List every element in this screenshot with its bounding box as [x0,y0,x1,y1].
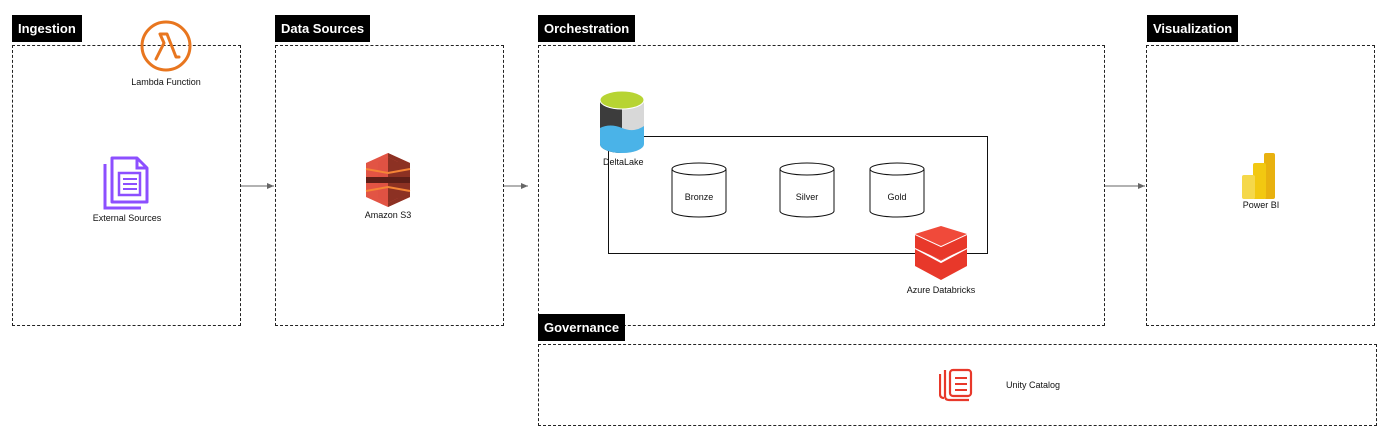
bronze-label: Bronze [684,192,714,202]
silver-label: Silver [795,192,819,202]
gold-label: Gold [887,192,907,202]
medallion-box [608,136,988,254]
amazon-s3-label: Amazon S3 [364,210,412,220]
deltalake-icon [598,90,646,156]
silver-cylinder [779,162,835,218]
bronze-cylinder [671,162,727,218]
power-bi-label: Power BI [1242,200,1280,210]
ingestion-panel [12,45,241,326]
unity-catalog-label: Unity Catalog [1006,380,1061,390]
azure-databricks-label: Azure Databricks [906,285,976,295]
aws-lambda-icon [139,19,193,73]
deltalake-label: DeltaLake [603,157,644,167]
section-header-data-sources: Data Sources [275,15,371,42]
amazon-s3-icon [364,153,412,207]
external-sources-label: External Sources [92,213,162,223]
power-bi-icon [1242,153,1276,199]
unity-catalog-icon [938,368,973,402]
section-header-ingestion: Ingestion [12,15,82,42]
lambda-label: Lambda Function [131,77,201,87]
gold-cylinder [869,162,925,218]
databricks-icon [914,226,968,282]
section-header-governance: Governance [538,314,626,341]
section-header-visualization: Visualization [1147,15,1239,42]
section-header-orchestration: Orchestration [538,15,636,42]
document-icon [103,154,151,210]
